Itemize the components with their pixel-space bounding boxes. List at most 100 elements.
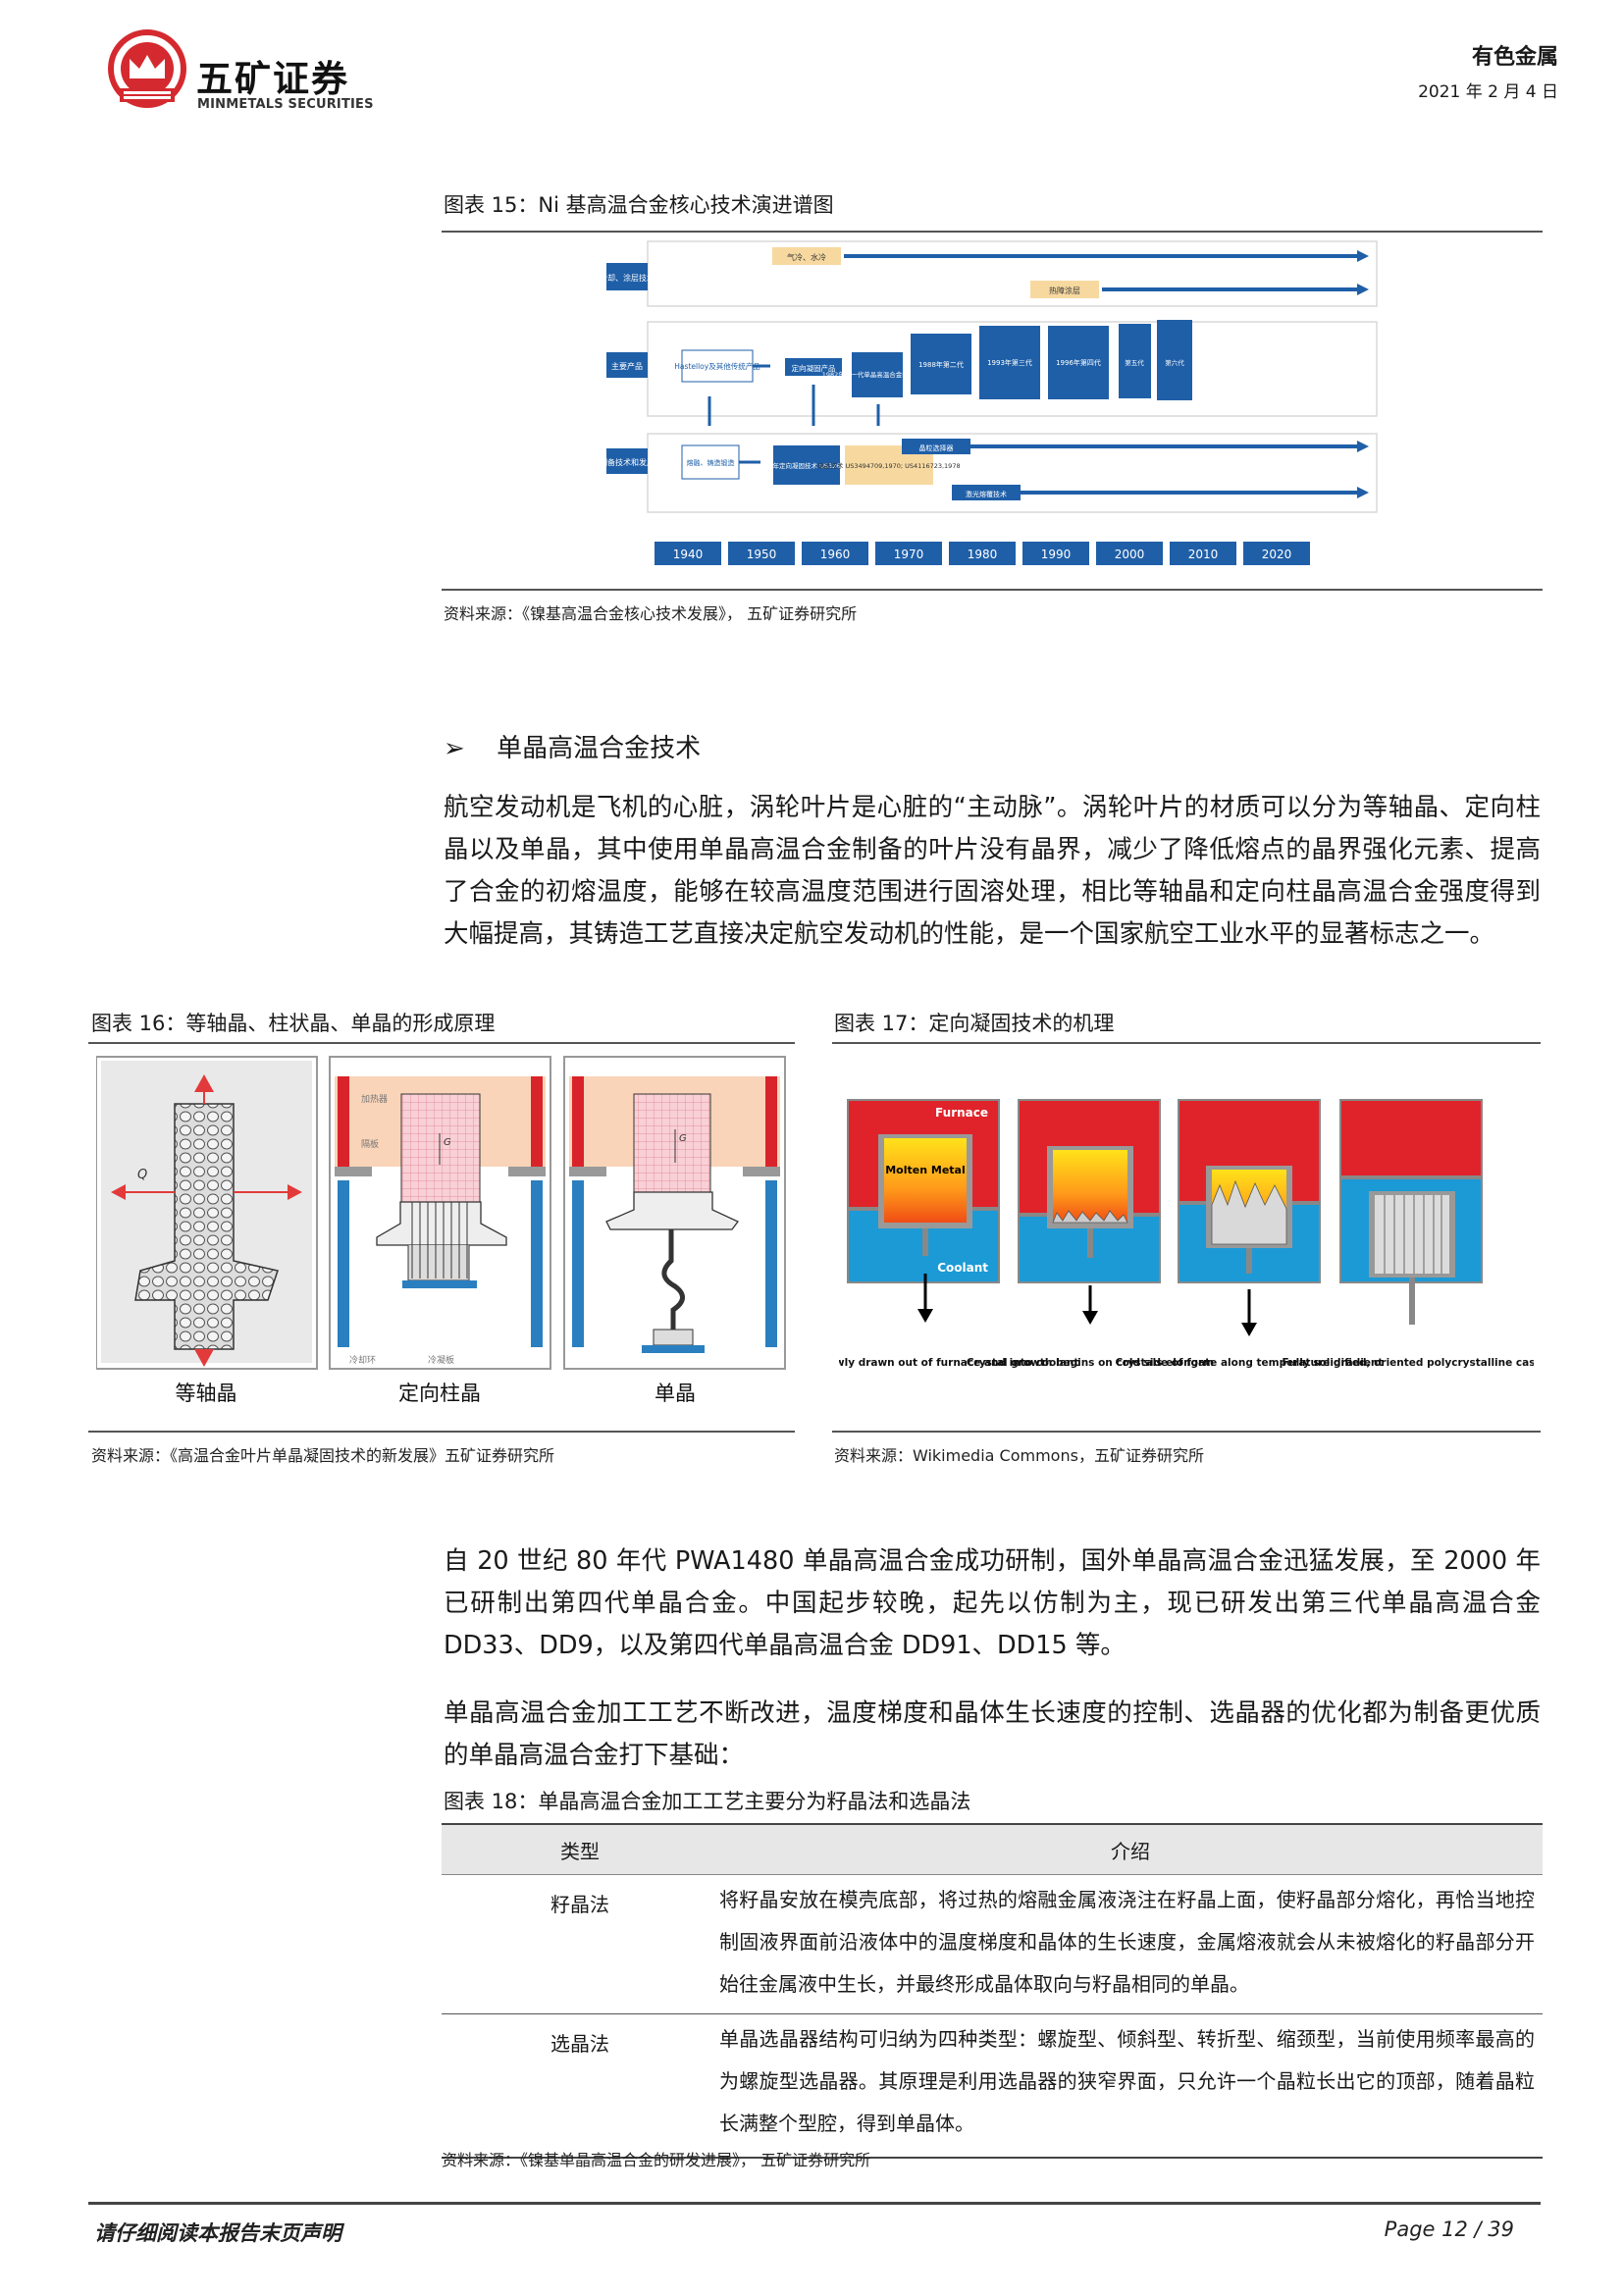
fig16-bottom-rule — [88, 1431, 795, 1433]
fig15-process-laser — [952, 485, 1021, 500]
fig15-product-gen2-text: 1988年第二代 — [918, 360, 964, 369]
fig15-source: 资料来源：《镍基高温合金核心技术发展》， 五矿证券研究所 — [444, 604, 858, 623]
fig15-year-label: 1970 — [894, 548, 924, 561]
fig15-product-hastelloy-text: Hastelloy及其他传统产品 — [674, 361, 760, 371]
fig17-source: 资料来源：Wikimedia Commons，五矿证券研究所 — [834, 1446, 1204, 1465]
fig15-arrowhead-icon — [1357, 284, 1369, 295]
fig17-top-rule — [832, 1042, 1541, 1044]
fig17-label-molten: Molten Metal — [885, 1164, 966, 1176]
fig15-year-label: 1960 — [820, 548, 851, 561]
company-name-cn: 五矿证券 — [196, 58, 349, 100]
fig15-product-gen1-text: 1982年第一代单晶高温合金PWA1480 — [822, 370, 933, 379]
fig15-arrowhead-icon — [1357, 487, 1369, 498]
fig15-process-grain-selector-text: 晶粒选择器 — [919, 444, 954, 452]
fig15-product-gen3 — [979, 326, 1040, 399]
fig15-product-ds-text: 定向凝固产品 — [792, 363, 836, 373]
fig16-top-rule — [88, 1042, 795, 1044]
fig16-label-equiaxed: 等轴晶 — [176, 1382, 237, 1405]
fig17-step-3: Crystals elongate along temperature grad… — [1116, 1357, 1384, 1369]
fig15-product-hastelloy — [681, 349, 754, 383]
fig17-bottom-rule — [832, 1431, 1541, 1433]
fig17-step-4: Fully solidified, oriented polycrystalli… — [1283, 1357, 1534, 1369]
report-date: 2021 年 2 月 4 日 — [1418, 82, 1558, 102]
table-row: 籽晶法 将籽晶安放在模壳底部，将过热的熔融金属液浇注在籽晶上面，使籽晶部分熔化，… — [442, 1874, 1543, 2014]
table18-source: 资料来源：《镍基单晶高温合金的研发进展》， 五矿证券研究所 — [442, 2151, 871, 2169]
fig15-product-ds — [785, 358, 842, 376]
fig15-process-grain-selector — [902, 439, 970, 454]
table18-cell-desc: 单晶选晶器结构可归纳为四种类型：螺旋型、倾斜型、转折型、缩颈型，当前使用频率最高… — [718, 2013, 1543, 2159]
fig16-label-cooling-ring: 冷却环 — [349, 1354, 376, 1366]
fig15-year-label: 1940 — [673, 548, 704, 561]
fig15-year-box — [802, 542, 868, 565]
fig15-process-ds-tech-text: 1966年定向凝固技术 US3260505 — [757, 461, 857, 470]
fig15-caption: 图表 15：Ni 基高温合金核心技术演进谱图 — [444, 193, 834, 217]
fig15-product-gen1 — [852, 352, 903, 397]
section-heading: ➢ 单晶高温合金技术 — [444, 728, 701, 764]
fig15-year-box — [949, 542, 1016, 565]
fig15-row-label-process-text: 制备技术和发展 — [600, 457, 655, 467]
fig15-top-rule — [442, 231, 1543, 233]
fig16-label-chill-plate: 冷凝板 — [428, 1354, 454, 1366]
fig15-year-box — [1243, 542, 1310, 565]
fig15-cooling-tbc — [1030, 281, 1099, 298]
paragraph-2: 自 20 世纪 80 年代 PWA1480 单晶高温合金成功研制，国外单晶高温合… — [444, 1546, 1541, 1660]
down-arrow-icon — [1082, 1311, 1098, 1325]
fig15-year-box — [655, 542, 721, 565]
fig15-arrowhead-icon — [1357, 250, 1369, 262]
fig17-caption: 图表 17：定向凝固技术的机理 — [834, 1012, 1115, 1035]
table18: 类型 介绍 籽晶法 将籽晶安放在模壳底部，将过热的熔融金属液浇注在籽晶上面，使籽… — [442, 1823, 1543, 2159]
fig15-year-label: 2010 — [1188, 548, 1219, 561]
table18-caption: 图表 18：单晶高温合金加工工艺主要分为籽晶法和选晶法 — [444, 1790, 971, 1813]
right-arrow-icon — [288, 1184, 302, 1200]
fig15-cooling-tbc-text: 热障涂层 — [1049, 286, 1080, 295]
fig16-label-baffle: 隔板 — [361, 1138, 379, 1150]
fig16-solidification-diagram: Q 加热器 隔板 冷却环 冷凝板 G G 等轴晶 定向柱晶 单晶 — [96, 1056, 786, 1405]
fig17-panel-1: Furnace Molten Metal Coolant — [847, 1099, 1000, 1323]
fig17-panel-2 — [1018, 1099, 1161, 1325]
footer-rule — [88, 2202, 1541, 2205]
table-row: 选晶法 单晶选晶器结构可归纳为四种类型：螺旋型、倾斜型、转折型、缩颈型，当前使用… — [442, 2013, 1543, 2159]
fig15-process-ds-tech — [773, 445, 840, 485]
fig15-cooling-air-water-text: 气冷、水冷 — [787, 252, 826, 262]
down-arrow-icon — [194, 1349, 214, 1367]
fig16-label-heater: 加热器 — [361, 1093, 388, 1105]
fig15-row-label-cooling-text: 冷却、涂层技术 — [600, 273, 655, 283]
fig17-directional-solidification-diagram: Furnace Molten Metal Coolant — [839, 1099, 1534, 1369]
up-arrow-icon — [194, 1074, 214, 1092]
table18-cell-type: 选晶法 — [442, 2013, 718, 2159]
footer-disclaimer: 请仔细阅读本报告末页声明 — [94, 2221, 341, 2245]
left-arrow-icon — [111, 1184, 126, 1200]
fig15-arrowhead-icon — [1357, 441, 1369, 452]
fig15-product-gen4-text: 1996年第四代 — [1056, 358, 1101, 367]
fig15-row-label-products — [606, 352, 648, 378]
fig15-row-label-cooling — [606, 263, 648, 290]
fig15-process-casting-text: 熔融、铸造锻造 — [687, 458, 735, 467]
down-arrow-icon — [1241, 1323, 1257, 1336]
fig16-columnar-mold — [400, 1093, 481, 1203]
fig15-product-gen3-text: 1993年第三代 — [987, 358, 1032, 367]
fig16-source: 资料来源：《高温合金叶片单晶凝固技术的新发展》五矿证券研究所 — [91, 1446, 555, 1465]
fig16-equiaxed-casting — [134, 1103, 279, 1350]
fig17-panel-3 — [1178, 1099, 1321, 1336]
svg-text:Q: Q — [137, 1168, 147, 1182]
paragraph-3: 单晶高温合金加工工艺不断改进，温度梯度和晶体生长速度的控制、选晶器的优化都为制备… — [444, 1698, 1541, 1770]
arrow-bullet-icon: ➢ — [444, 734, 465, 763]
fig15-year-label: 1980 — [968, 548, 998, 561]
svg-text:G: G — [444, 1137, 451, 1148]
company-name-en: MINMETALS SECURITIES — [197, 97, 374, 112]
fig15-process-sx-tech-text: 单晶技术 US3494709,1970; US4116723,1978 — [817, 461, 960, 470]
fig17-step-2: Crystal growth begins on cold side of fo… — [967, 1357, 1214, 1369]
fig15-year-label: 2000 — [1115, 548, 1145, 561]
fig15-product-gen5-text: 第五代 — [1125, 358, 1144, 367]
table18-cell-desc: 将籽晶安放在模壳底部，将过热的熔融金属液浇注在籽晶上面，使籽晶部分熔化，再恰当地… — [718, 1874, 1543, 2014]
fig15-product-gen6 — [1157, 320, 1192, 400]
fig15-cooling-air-water — [772, 247, 841, 265]
company-logo — [102, 29, 357, 114]
table18-header-desc: 介绍 — [718, 1823, 1543, 1875]
fig17-label-furnace: Furnace — [935, 1106, 988, 1120]
paragraph-1: 航空发动机是飞机的心脏，涡轮叶片是心脏的“主动脉”。涡轮叶片的材质可以分为等轴晶… — [444, 793, 1541, 949]
fig15-bottom-rule — [442, 589, 1543, 591]
fig16-single-crystal-mold — [633, 1093, 711, 1193]
report-sector: 有色金属 — [1471, 45, 1558, 70]
